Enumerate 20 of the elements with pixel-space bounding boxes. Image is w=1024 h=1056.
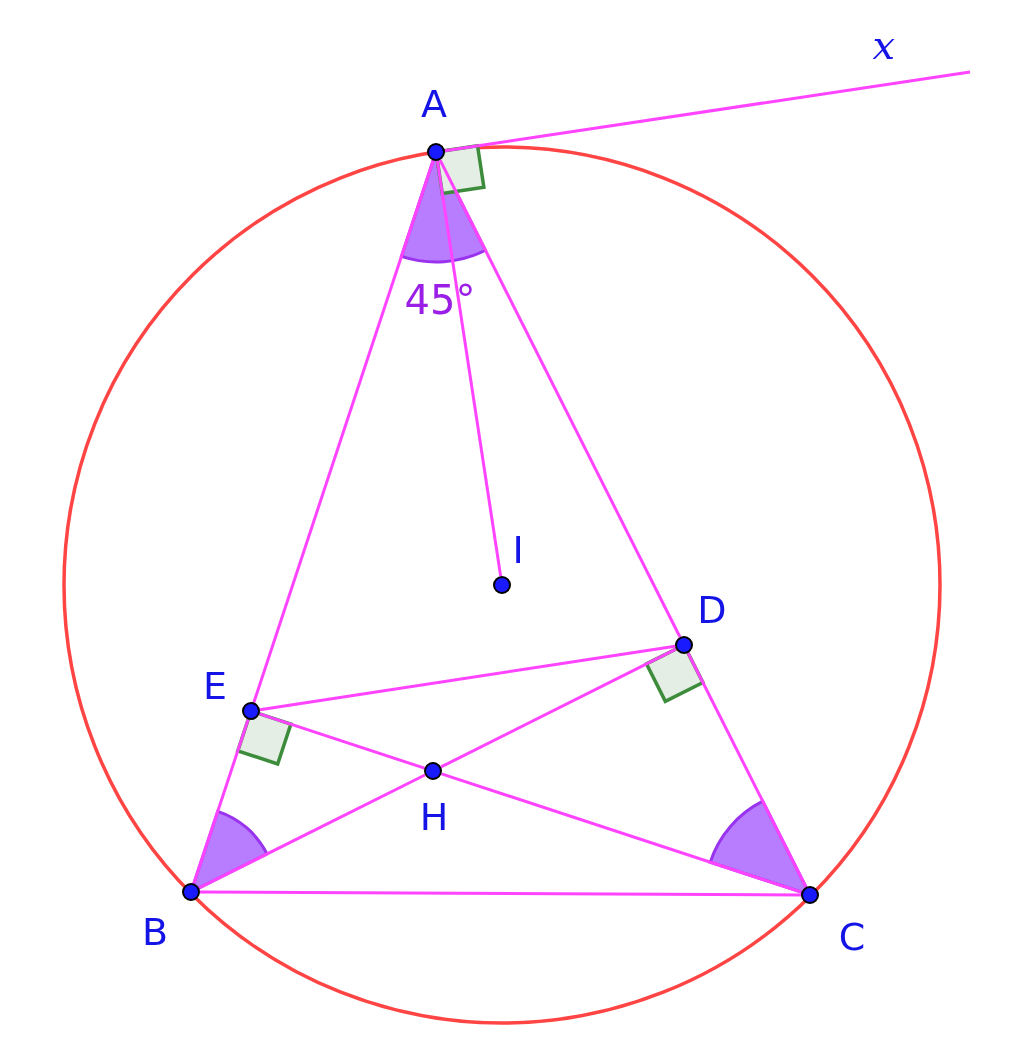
- point-label: C: [837, 917, 867, 957]
- line-segment: [192, 719, 250, 884]
- line-segment: [435, 160, 503, 577]
- line-segment: [200, 890, 801, 897]
- tangent-line: [444, 70, 971, 153]
- line-segment: [259, 644, 676, 712]
- point-label: B: [140, 912, 170, 952]
- point-label: A: [420, 84, 448, 124]
- line-segment: [198, 773, 426, 890]
- point-label: I: [511, 530, 525, 570]
- point-label: H: [418, 797, 450, 837]
- line-segment: [259, 712, 425, 770]
- line-segment: [441, 772, 802, 894]
- line-segment: [440, 647, 677, 769]
- point-label: D: [696, 590, 728, 630]
- line-segment: [438, 159, 682, 638]
- ray-label: x: [872, 22, 896, 68]
- point-label: E: [202, 666, 228, 706]
- line-segment: [686, 652, 808, 888]
- line-segment: [252, 160, 435, 703]
